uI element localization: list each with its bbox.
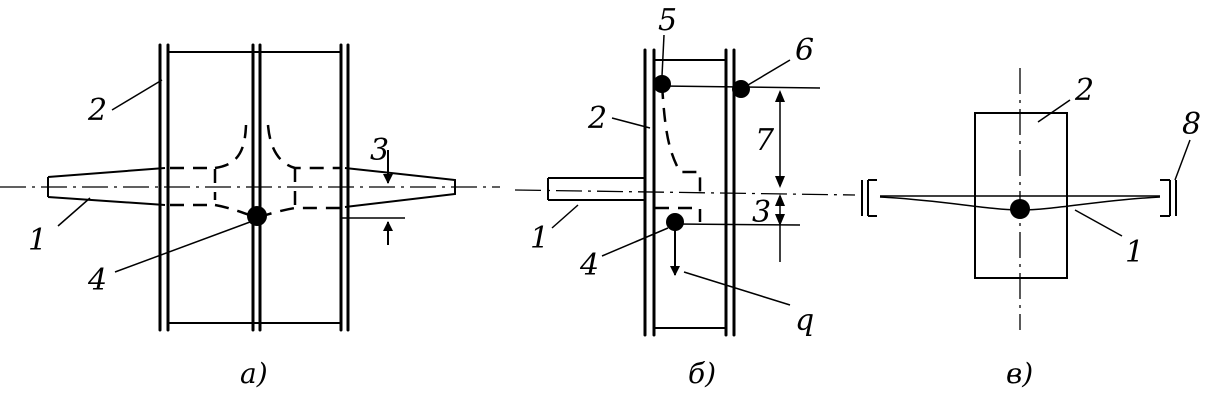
- panel-a: 1 2 3 4 а): [0, 43, 500, 390]
- label-offset-a: 3: [370, 133, 389, 168]
- point-5-b: [653, 75, 671, 93]
- label-dimension7-b: 7: [755, 123, 775, 158]
- leader-8-c: [1174, 139, 1191, 181]
- label-mass-a: 4: [87, 263, 107, 298]
- dimension-7-b: [775, 90, 785, 188]
- point-6-b: [732, 80, 750, 98]
- label-shaft-b: 1: [530, 221, 549, 256]
- caption-b: б): [688, 357, 716, 390]
- label-force-b: q: [795, 303, 814, 338]
- disk-center-c: [1010, 199, 1030, 219]
- ref-line-bottom-b: [675, 223, 801, 226]
- shaft-b: [547, 177, 645, 201]
- label-disk-a: 2: [87, 93, 107, 128]
- label-point6-b: 6: [795, 33, 814, 68]
- leader-6-b: [747, 59, 791, 86]
- deflected-shape-a: [170, 124, 340, 219]
- label-shaft-c: 1: [1125, 235, 1144, 270]
- leader-2-b: [611, 117, 651, 129]
- centerline-b: [514, 189, 856, 196]
- leader-2-c: [1037, 99, 1071, 123]
- label-bearing-c: 8: [1182, 107, 1201, 142]
- leader-5-b: [661, 34, 665, 77]
- mass-point-4-b: [666, 213, 684, 231]
- leader-1-b: [551, 204, 579, 229]
- label-point5-b: 5: [658, 3, 677, 38]
- deflected-shape-b: [655, 84, 702, 222]
- caption-c: в): [1006, 357, 1033, 390]
- caption-a: а): [240, 357, 268, 390]
- leader-4-b: [601, 227, 669, 257]
- label-disk-b: 2: [587, 101, 607, 136]
- label-shaft-a: 1: [28, 223, 47, 258]
- panel-b: 1 2 5 6 7 3 4 q б): [514, 3, 856, 390]
- shaft-a: [47, 167, 456, 208]
- leader-1-a: [57, 197, 91, 227]
- bearing-right-c: [1160, 179, 1177, 217]
- rotor-b: [643, 48, 736, 337]
- leader-2-a: [111, 79, 163, 111]
- panel-c: 2 1 8 в): [861, 68, 1201, 390]
- label-mass-b: 4: [579, 248, 599, 283]
- leader-q-b: [683, 271, 791, 306]
- leader-4-a: [114, 221, 251, 273]
- offset-dimension-a: [340, 150, 405, 245]
- mass-point-4-a: [247, 206, 267, 226]
- disk-c: [974, 112, 1068, 279]
- label-disk-c: 2: [1074, 73, 1094, 108]
- label-offset-b: 3: [752, 195, 771, 230]
- bearing-left-c: [861, 179, 877, 217]
- offset-dimension-b: [775, 194, 785, 262]
- rotor-a: [158, 43, 350, 332]
- leader-1-c: [1074, 209, 1123, 237]
